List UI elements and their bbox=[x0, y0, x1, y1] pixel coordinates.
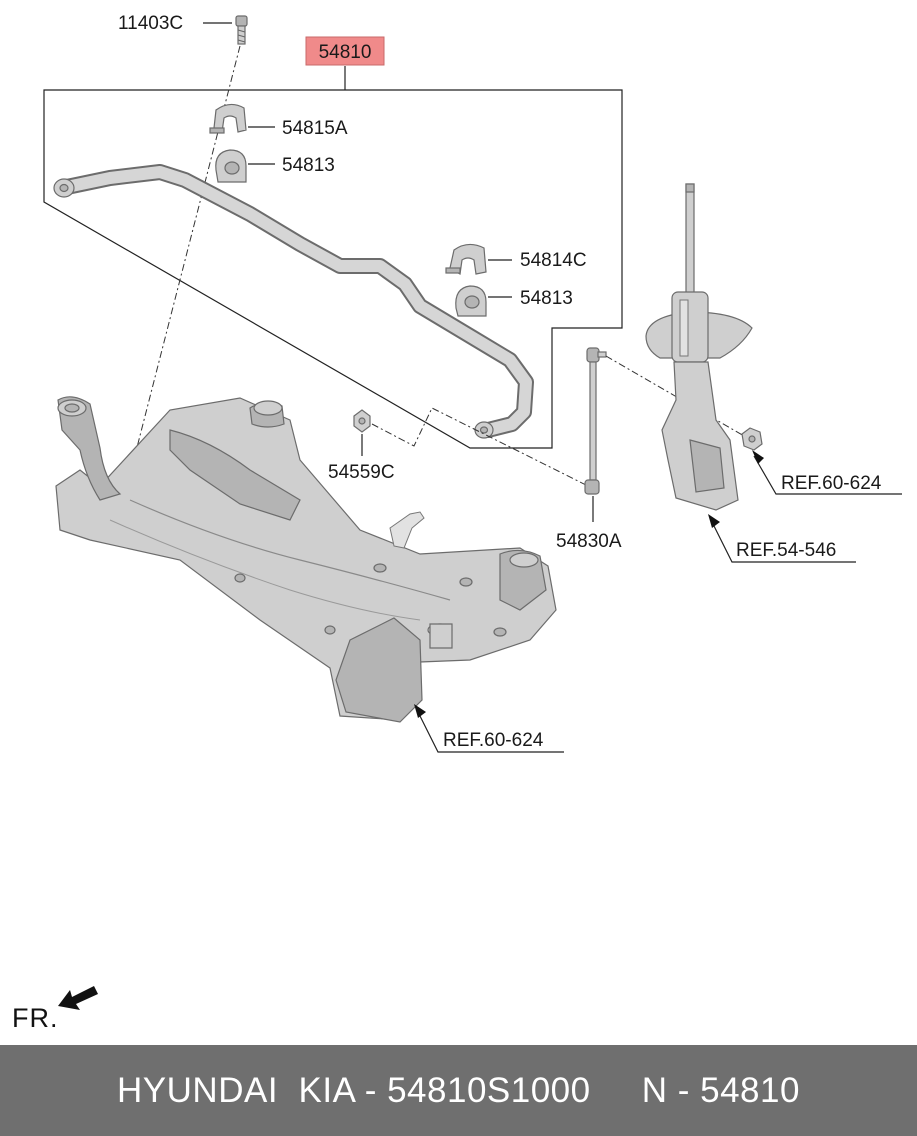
strut-leader bbox=[711, 521, 856, 563]
strut-nut-ref-label[interactable]: REF.60-624 bbox=[781, 473, 882, 494]
strut-ref-label[interactable]: REF.54-546 bbox=[736, 540, 836, 561]
subframe-leader bbox=[417, 711, 564, 753]
bolt-callout-label[interactable]: 11403C bbox=[118, 13, 183, 34]
parts-diagram: 54810 11403C 54815A 54813 54814C bbox=[43, 13, 902, 753]
subframe-ref-label[interactable]: REF.60-624 bbox=[443, 730, 544, 751]
assembly-callout-box bbox=[305, 36, 385, 66]
front-direction-arrow-icon bbox=[58, 986, 98, 1010]
strut-nut-part bbox=[741, 427, 763, 451]
strut-arrow-icon bbox=[708, 514, 720, 528]
subframe-arrow-icon bbox=[414, 704, 426, 718]
strut-part bbox=[645, 183, 753, 511]
bracket-rear-label[interactable]: 54814C bbox=[520, 250, 587, 271]
bolt-part bbox=[235, 15, 248, 45]
subframe-part bbox=[55, 396, 557, 723]
link-label[interactable]: 54830A bbox=[556, 531, 622, 552]
strut-nut-leader bbox=[753, 455, 902, 495]
bracket-front-part bbox=[209, 103, 247, 134]
stabilizer-bar bbox=[53, 164, 534, 439]
nut-part bbox=[353, 409, 371, 433]
footer-banner: HYUNDAI KIA - 54810S1000 N - 54810 bbox=[0, 1045, 917, 1136]
assembly-outline bbox=[43, 66, 623, 449]
bracket-rear-part bbox=[445, 243, 487, 275]
footer-part-info: HYUNDAI KIA - 54810S1000 N - 54810 bbox=[117, 1070, 800, 1110]
bracket-front-label[interactable]: 54815A bbox=[282, 118, 348, 139]
bushing-front-label[interactable]: 54813 bbox=[282, 155, 335, 176]
bushing-front-part bbox=[215, 149, 247, 183]
assembly-callout-label[interactable]: 54810 bbox=[319, 42, 372, 63]
bushing-rear-label[interactable]: 54813 bbox=[520, 288, 573, 309]
strut-nut-arrow-icon bbox=[752, 450, 764, 464]
front-direction-label: FR. bbox=[12, 1003, 59, 1033]
bushing-rear-part bbox=[455, 285, 487, 317]
link-install-line bbox=[605, 355, 745, 437]
stabilizer-link-part bbox=[584, 347, 607, 495]
nut-install-line bbox=[371, 407, 589, 487]
nut-label[interactable]: 54559C bbox=[328, 462, 395, 483]
